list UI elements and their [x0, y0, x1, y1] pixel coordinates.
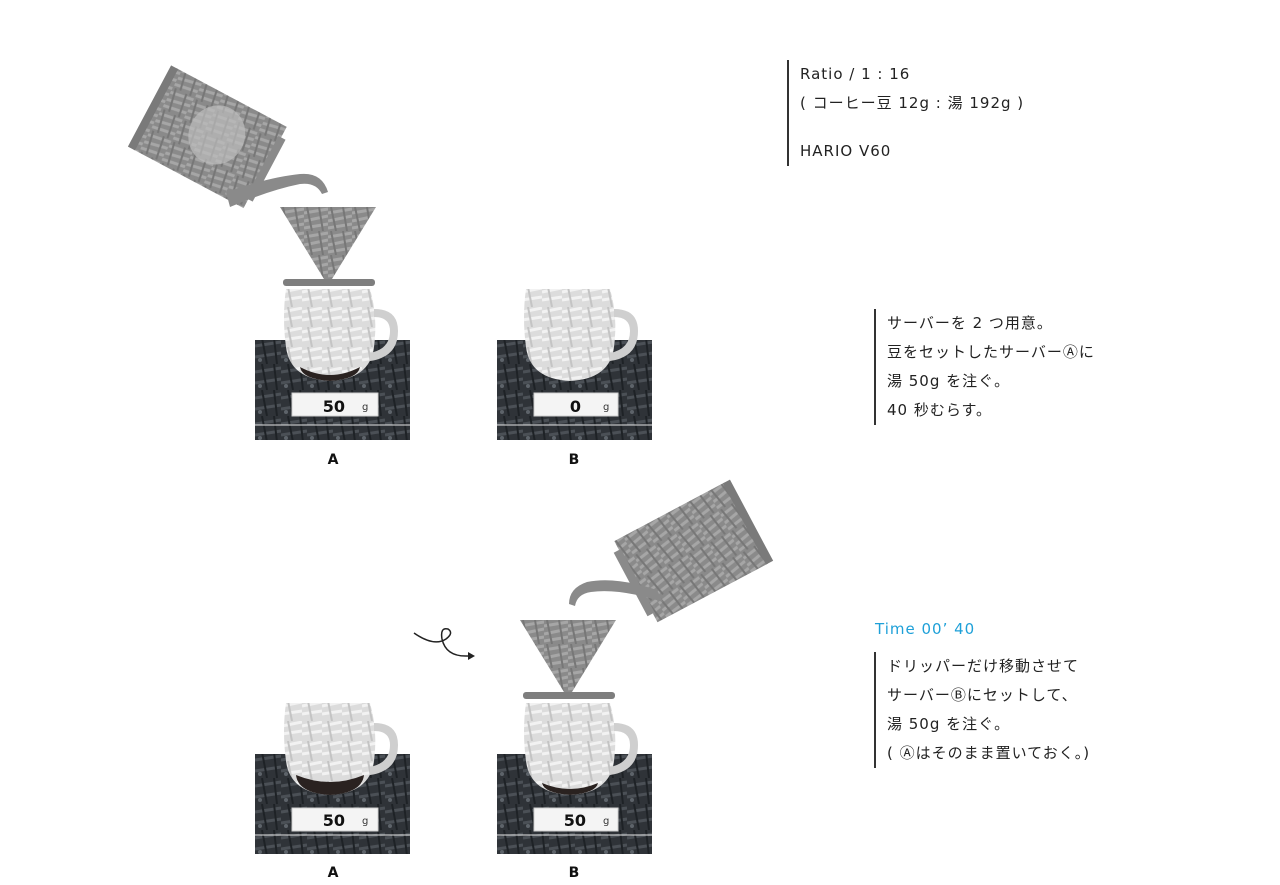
step2-line: サーバーⒷにセットして、	[887, 686, 1078, 704]
server-icon	[284, 289, 398, 381]
kettle-icon	[127, 65, 328, 209]
scale-b-reading: 50	[563, 811, 586, 830]
step2-line: ( Ⓐはそのまま置いておく。)	[887, 744, 1091, 762]
server-icon	[284, 703, 398, 795]
step2-line: ドリッパーだけ移動させて	[887, 657, 1080, 675]
step2-time: Time 00’ 40	[875, 620, 976, 638]
step2-line: 湯 50g を注ぐ。	[887, 715, 1011, 733]
scale-a-label: A	[327, 865, 339, 881]
scale-a-unit: g	[362, 402, 369, 413]
step1-line: 湯 50g を注ぐ。	[887, 372, 1011, 390]
scale-a-reading: 50	[322, 811, 345, 830]
scale-a-unit: g	[362, 816, 369, 827]
step2-instructions: ドリッパーだけ移動させて サーバーⒷにセットして、 湯 50g を注ぐ。 ( Ⓐ…	[874, 652, 1090, 768]
step1-line: 40 秒むらす。	[887, 401, 993, 419]
scale-b-label: B	[568, 865, 580, 881]
scale-b-unit: g	[603, 816, 610, 827]
kettle-icon	[569, 479, 774, 623]
recipe-info: Ratio / 1 : 16 ( コーヒー豆 12g : 湯 192g ) HA…	[787, 60, 1024, 166]
server-icon	[524, 703, 638, 795]
scale-b-label: B	[568, 452, 580, 468]
recipe-dripper: HARIO V60	[800, 142, 892, 160]
scale-b-reading: 0	[569, 397, 581, 416]
scale-b-unit: g	[603, 402, 610, 413]
dripper-icon	[280, 207, 376, 286]
step1-line: サーバーを 2 つ用意。	[887, 314, 1053, 332]
curly-arrow-icon	[413, 627, 475, 660]
dripper-icon	[520, 620, 616, 699]
step1-line: 豆をセットしたサーバーⒶに	[887, 343, 1095, 361]
server-icon	[524, 289, 638, 381]
recipe-detail: ( コーヒー豆 12g : 湯 192g )	[800, 94, 1025, 112]
recipe-ratio: Ratio / 1 : 16	[800, 65, 911, 83]
step1-instructions: サーバーを 2 つ用意。 豆をセットしたサーバーⒶに 湯 50g を注ぐ。 40…	[874, 309, 1095, 425]
scale-a-label: A	[327, 452, 339, 468]
scale-a-reading: 50	[322, 397, 345, 416]
